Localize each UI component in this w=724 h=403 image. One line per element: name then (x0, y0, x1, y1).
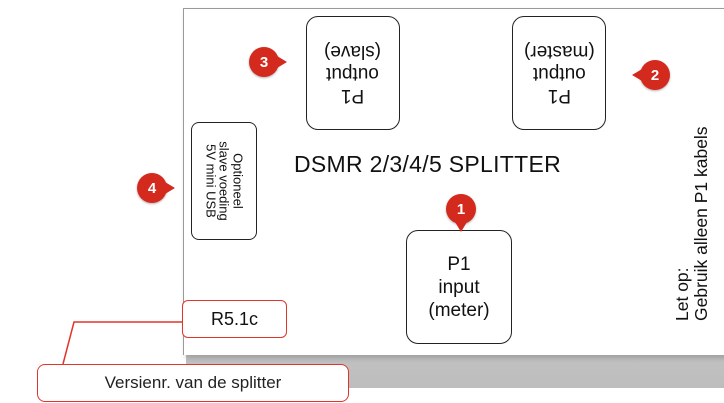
port-line: P1 (341, 85, 365, 106)
mini-usb-label: Optioneel slave voeding 5V mini USB (203, 125, 246, 237)
p1-input-meter-port: P1 input (meter) (406, 230, 512, 344)
port-line: P1 (547, 85, 571, 106)
p1-output-master-label: P1 output (master) (524, 40, 595, 106)
port-line: output (326, 63, 380, 84)
p1-output-slave-port: P1 output (slave) (306, 16, 400, 130)
note-line: Let op: (672, 267, 692, 321)
port-line: (slave) (324, 41, 382, 62)
version-caption: Versienr. van de splitter (37, 364, 349, 402)
callout-badge-input: 1 (446, 194, 476, 232)
p1-output-slave-label: P1 output (slave) (324, 40, 381, 106)
port-line: output (532, 63, 586, 84)
version-label: R5.1c (182, 300, 287, 338)
usb-line: 5V mini USB (203, 144, 219, 218)
callout-badge-slave: 3 (249, 47, 287, 77)
splitter-title: DSMR 2/3/4/5 SPLITTER (294, 151, 562, 177)
port-line: input (438, 276, 480, 298)
usb-line: slave voeding (216, 141, 232, 221)
p1-output-master-port: P1 output (master) (512, 16, 606, 130)
cable-warning-note: Let op: Gebruik alleen P1 kabels (672, 51, 711, 321)
note-line: Gebruik alleen P1 kabels (691, 126, 711, 321)
port-line: P1 (447, 253, 471, 275)
mini-usb-port: Optioneel slave voeding 5V mini USB (191, 122, 257, 240)
port-line: (meter) (428, 299, 490, 321)
callout-badge-usb: 4 (137, 173, 175, 203)
port-line: (master) (523, 41, 595, 62)
callout-badge-master: 2 (632, 60, 670, 90)
usb-line: Optioneel (230, 153, 246, 209)
